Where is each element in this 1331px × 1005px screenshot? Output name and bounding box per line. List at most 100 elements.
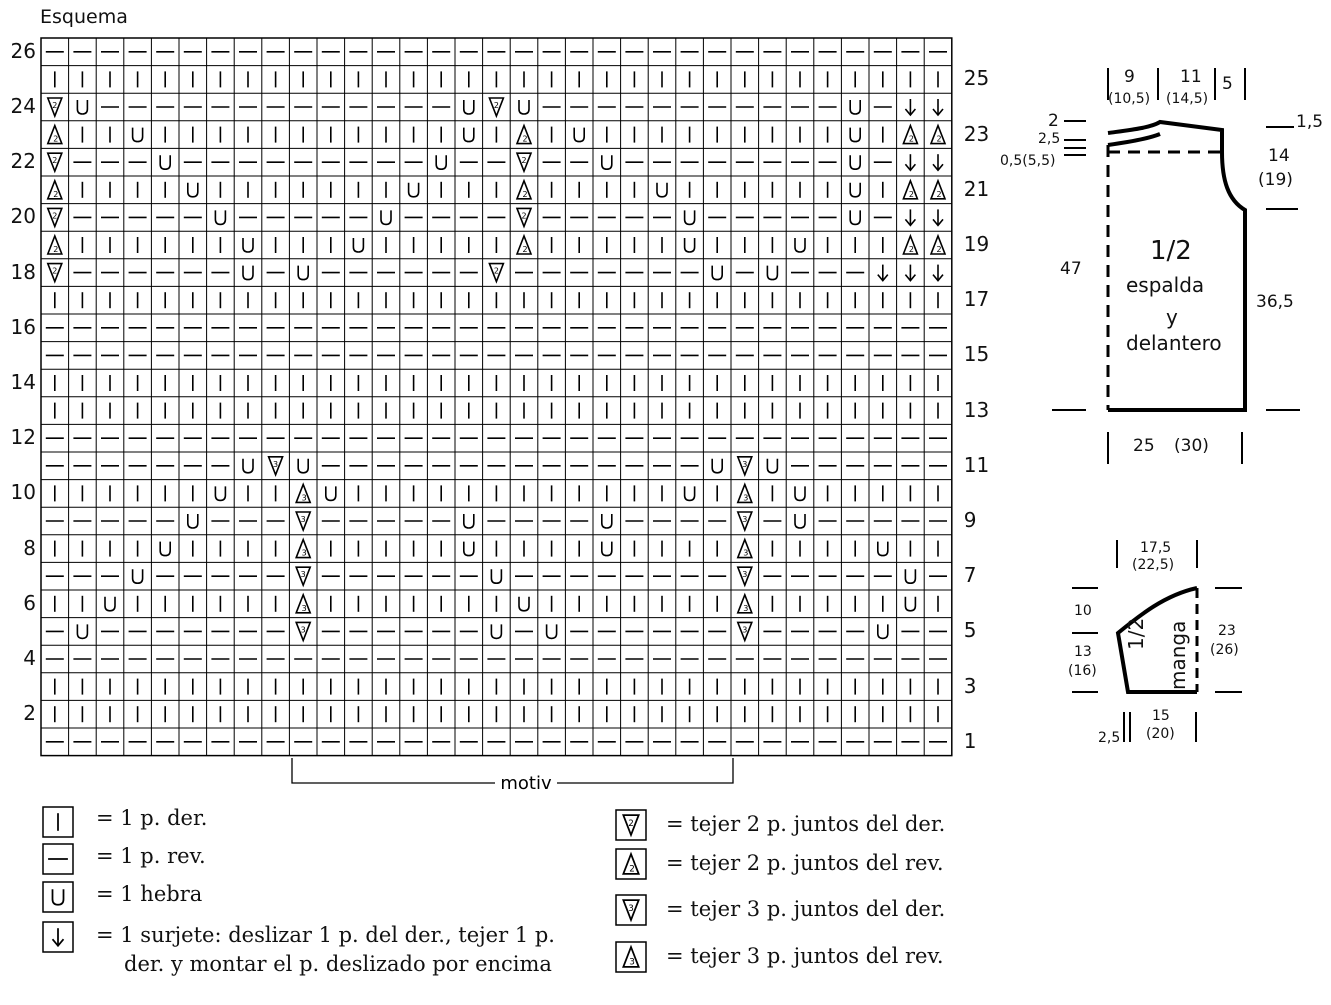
p2tog-icon: 2 [615, 848, 647, 880]
yarn-over-symbol [462, 100, 475, 115]
skp-symbol [932, 209, 944, 227]
k3tog-symbol: 3 [736, 511, 753, 533]
p3tog-symbol: 3 [736, 537, 753, 559]
k2tog-symbol: 2 [46, 152, 63, 174]
left-row-number: 6 [23, 590, 36, 615]
yarn-over-symbol [490, 624, 503, 640]
skp-icon [42, 921, 74, 953]
k3tog-symbol: 3 [295, 566, 312, 588]
sleeve-right: 23 [1218, 623, 1236, 639]
legend-p3tog-text: = tejer 3 p. juntos del rev. [666, 944, 944, 968]
p3tog-symbol: 3 [295, 592, 312, 614]
svg-text:2: 2 [53, 135, 58, 144]
yarn-over-symbol [600, 514, 613, 529]
skp-symbol [932, 264, 944, 282]
yarn-over-symbol [159, 541, 171, 557]
yarn-over-symbol [711, 265, 724, 281]
left-row-number: 10 [10, 480, 36, 505]
left-row-number: 20 [10, 204, 36, 229]
svg-text:2: 2 [521, 156, 526, 165]
left-row-number: 26 [10, 38, 36, 63]
yarn-over-symbol [600, 541, 613, 557]
svg-text:3: 3 [301, 625, 306, 634]
yarn-over-symbol [242, 458, 254, 474]
yarn-over-symbol [214, 486, 227, 502]
yarn-over-symbol [104, 596, 116, 612]
skp-symbol [904, 99, 917, 117]
body-left-height: 47 [1060, 259, 1082, 279]
yarn-over-symbol [407, 182, 420, 198]
right-row-number: 25 [963, 66, 990, 91]
yarn-over-symbol [683, 210, 696, 226]
k2tog-symbol: 2 [46, 97, 63, 119]
p2tog-symbol: 2 [902, 123, 919, 145]
yarn-over-symbol [159, 155, 171, 170]
yarn-over-symbol [242, 265, 254, 281]
yarn-over-symbol [683, 486, 696, 502]
legend-p2tog-text: = tejer 2 p. juntos del rev. [666, 851, 944, 875]
sleeve-right-alt: (26) [1210, 642, 1239, 658]
svg-text:2: 2 [909, 245, 914, 254]
body-top-mid-alt: (14,5) [1166, 91, 1209, 107]
yarn-over-symbol [187, 514, 199, 529]
yarn-over-symbol [131, 127, 144, 143]
k2tog-icon: 2 [615, 809, 647, 841]
svg-text:2: 2 [936, 135, 941, 144]
yarn-over-symbol [76, 624, 89, 640]
svg-text:2: 2 [936, 245, 941, 254]
p2tog-symbol: 2 [515, 123, 533, 145]
yarn-over-symbol [904, 569, 917, 585]
sleeve-label-half: 1/2 [1124, 617, 1148, 650]
body-top-left-alt: (10,5) [1108, 91, 1151, 107]
yarn-over-symbol [683, 238, 696, 253]
skp-symbol [877, 264, 889, 282]
p2tog-symbol: 2 [515, 178, 533, 200]
right-row-number: 1 [963, 728, 977, 753]
left-row-number: 12 [10, 425, 36, 450]
yarn-over-symbol [794, 238, 806, 253]
p3tog-symbol: 3 [736, 592, 753, 614]
sleeve-top-alt: (22,5) [1132, 557, 1175, 573]
body-label-half: 1/2 [1150, 236, 1192, 266]
yarn-over-symbol [849, 127, 862, 143]
svg-text:2: 2 [629, 865, 635, 875]
skp-symbol [51, 928, 65, 948]
k3tog-symbol: 3 [267, 455, 284, 478]
yarn-over-symbol [435, 155, 448, 170]
right-row-number: 9 [963, 508, 977, 532]
p2tog-symbol: 2 [46, 123, 63, 145]
legend-knit-text: = 1 p. der. [96, 806, 208, 830]
sleeve-left-b: 13 [1074, 644, 1092, 660]
yarn-over-symbol [297, 458, 310, 474]
body-top-right: 5 [1222, 74, 1233, 94]
svg-text:3: 3 [742, 460, 747, 469]
svg-text:2: 2 [522, 135, 527, 144]
yarn-over-symbol [573, 127, 586, 143]
svg-text:3: 3 [743, 604, 748, 613]
svg-text:2: 2 [909, 190, 914, 199]
k3tog-symbol: 3 [736, 566, 753, 588]
yarn-over-symbol [518, 100, 530, 115]
skp-symbol [932, 99, 944, 117]
yarn-over-symbol [876, 624, 889, 640]
k2tog-symbol: 2 [622, 814, 640, 838]
svg-text:2: 2 [52, 101, 57, 110]
svg-text:3: 3 [301, 570, 306, 579]
yarn-over-symbol [324, 486, 337, 502]
right-row-number: 11 [963, 452, 990, 477]
purl-icon [42, 843, 74, 875]
body-right-b-alt: (19) [1258, 170, 1293, 190]
right-row-number: 17 [963, 287, 990, 312]
k3tog-symbol: 3 [736, 621, 753, 643]
right-row-number: 19 [963, 232, 990, 256]
left-row-number: 22 [10, 149, 36, 174]
yarn-over-symbol [849, 155, 862, 170]
svg-text:3: 3 [742, 515, 747, 524]
legend-k3tog-text: = tejer 3 p. juntos del der. [666, 897, 946, 921]
sleeve-label-sleeve: manga [1166, 620, 1190, 690]
yarn-over-symbol [711, 458, 724, 474]
yarn-over-symbol [490, 569, 503, 585]
yarn-over-symbol [76, 100, 89, 115]
p2tog-symbol: 2 [902, 178, 919, 200]
k3tog-symbol: 3 [295, 621, 312, 643]
